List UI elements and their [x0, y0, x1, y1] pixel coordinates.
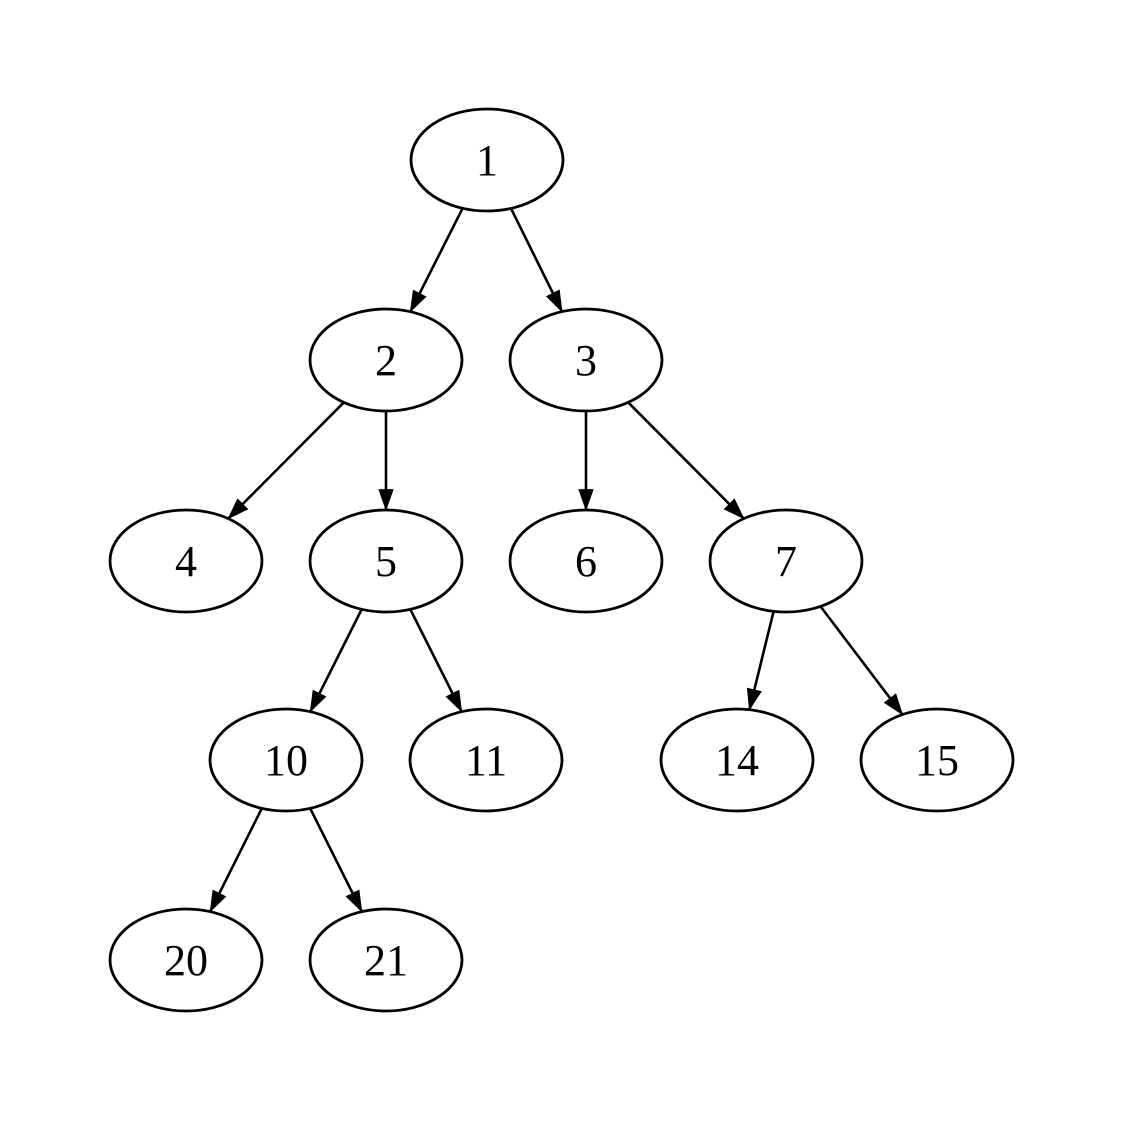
tree-node-4: 4 — [108, 508, 264, 614]
tree-node-label-5: 5 — [375, 537, 397, 586]
tree-edge-3-7 — [627, 401, 745, 520]
tree-node-label-10: 10 — [264, 736, 308, 785]
nodes-layer: 1 2 3 4 5 6 7 10 11 14 15 20 21 — [108, 107, 1015, 1013]
tree-edge-7-15 — [819, 605, 904, 716]
tree-node-1: 1 — [409, 107, 565, 213]
tree-node-label-6: 6 — [575, 537, 597, 586]
edges-layer — [209, 207, 904, 913]
tree-node-15: 15 — [859, 707, 1015, 813]
tree-node-label-3: 3 — [575, 336, 597, 385]
tree-edge-2-4 — [227, 401, 345, 520]
tree-node-label-14: 14 — [715, 736, 759, 785]
tree-edge-10-20 — [209, 807, 263, 913]
tree-node-ellipse-2 — [308, 307, 464, 413]
tree-node-label-20: 20 — [164, 936, 208, 985]
tree-node-ellipse-20 — [108, 907, 264, 1013]
tree-node-11: 11 — [408, 707, 564, 813]
tree-node-ellipse-6 — [508, 508, 664, 614]
tree-edge-7-14 — [746, 610, 775, 711]
tree-node-ellipse-4 — [108, 508, 264, 614]
tree-node-ellipse-15 — [859, 707, 1015, 813]
tree-node-5: 5 — [308, 508, 464, 614]
tree-node-ellipse-3 — [508, 307, 664, 413]
tree-node-10: 10 — [208, 707, 364, 813]
tree-node-ellipse-7 — [708, 508, 864, 614]
tree-node-ellipse-14 — [659, 707, 815, 813]
tree-node-3: 3 — [508, 307, 664, 413]
tree-edge-10-21 — [309, 807, 363, 913]
tree-node-label-15: 15 — [915, 736, 959, 785]
tree-node-label-1: 1 — [476, 136, 498, 185]
tree-node-ellipse-1 — [409, 107, 565, 213]
tree-node-7: 7 — [708, 508, 864, 614]
tree-edge-5-11 — [409, 608, 463, 713]
tree-node-label-4: 4 — [175, 537, 197, 586]
tree-node-2: 2 — [308, 307, 464, 413]
tree-edge-1-3 — [509, 207, 564, 313]
tree-node-20: 20 — [108, 907, 264, 1013]
tree-node-ellipse-10 — [208, 707, 364, 813]
tree-node-label-21: 21 — [364, 936, 408, 985]
tree-node-14: 14 — [659, 707, 815, 813]
tree-edge-1-2 — [409, 207, 464, 313]
tree-node-21: 21 — [308, 907, 464, 1013]
tree-node-label-11: 11 — [465, 736, 507, 785]
tree-node-ellipse-21 — [308, 907, 464, 1013]
tree-node-label-2: 2 — [375, 336, 397, 385]
tree-node-ellipse-5 — [308, 508, 464, 614]
tree-node-ellipse-11 — [408, 707, 564, 813]
tree-node-6: 6 — [508, 508, 664, 614]
tree-node-label-7: 7 — [775, 537, 797, 586]
tree-edge-5-10 — [309, 608, 363, 713]
